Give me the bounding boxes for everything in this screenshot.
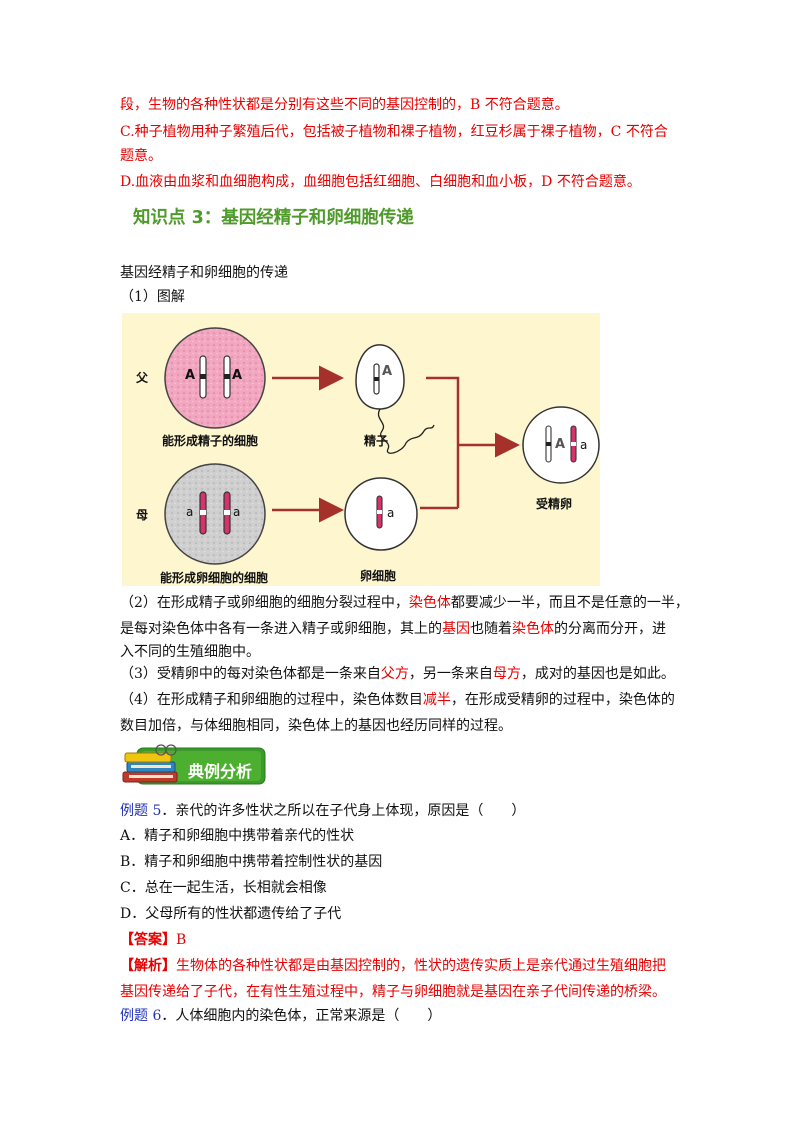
point2-line3: 入不同的生殖细胞中。 bbox=[120, 644, 260, 660]
allele-A-right: A bbox=[232, 368, 243, 383]
answer-text-c: C.种子植物用种子繁殖后代，包括被子植物和裸子植物，红豆杉属于裸子植物，C 不符… bbox=[120, 124, 668, 140]
keyword-chromosome-2: 染色体 bbox=[512, 621, 554, 637]
allele-A-zygote: A bbox=[555, 437, 566, 452]
example6-prefix: 例题 6 bbox=[120, 1008, 162, 1024]
diagram-svg bbox=[164, 327, 600, 565]
example5-question: 例题 5．亲代的许多性状之所以在子代身上体现，原因是（ ） bbox=[120, 803, 526, 819]
keyword-father: 父方 bbox=[380, 666, 409, 682]
keyword-mother: 母方 bbox=[492, 666, 521, 682]
example6-question: 例题 6．人体细胞内的染色体，正常来源是（ ） bbox=[120, 1008, 442, 1024]
egg-label: 卵细胞 bbox=[360, 569, 397, 583]
example-analysis-badge bbox=[122, 744, 266, 785]
allele-a-right: a bbox=[233, 505, 241, 519]
point4-line1: （4）在形成精子和卵细胞的过程中，染色体数目减半，在形成受精卵的过程中，染色体的 bbox=[120, 692, 675, 708]
example5-prefix: 例题 5 bbox=[120, 803, 162, 819]
mother-label: 母 bbox=[136, 508, 149, 522]
father-label: 父 bbox=[136, 371, 149, 385]
example5-analysis-line2: 基因传递给了子代，在有性生殖过程中，精子与卵细胞就是基因在亲子代间传递的桥梁。 bbox=[120, 984, 666, 1000]
keyword-halved: 减半 bbox=[422, 692, 451, 708]
gene-transmission-diagram: 父 母 A A a a A a A a 能形成精子的细胞 精子 能形成卵细胞的细… bbox=[122, 313, 600, 586]
keyword-gene: 基因 bbox=[442, 621, 470, 637]
zygote-label: 受精卵 bbox=[536, 497, 573, 511]
example5-analysis-line1: 【解析】生物体的各种性状都是由基因控制的，性状的遗传实质上是亲代通过生殖细胞把 bbox=[120, 958, 666, 974]
allele-A-sperm: A bbox=[382, 364, 393, 379]
egg-forming-cell-label: 能形成卵细胞的细胞 bbox=[160, 571, 269, 585]
allele-A-left: A bbox=[185, 368, 196, 383]
books-icon bbox=[122, 744, 178, 783]
father-cell bbox=[164, 327, 266, 429]
badge-label: 典例分析 bbox=[188, 762, 253, 781]
sperm-cell bbox=[355, 344, 405, 410]
example5-option-b: B．精子和卵细胞中携带着控制性状的基因 bbox=[120, 854, 383, 870]
example5-answer: 【答案】B bbox=[120, 932, 187, 948]
answer-text-c-cont: 题意。 bbox=[120, 148, 162, 164]
example5-option-c: C．总在一起生活，长相就会相像 bbox=[120, 880, 327, 896]
intro-sub: （1）图解 bbox=[120, 289, 185, 305]
point3-line: （3）受精卵中的每对染色体都是一条来自父方，另一条来自母方，成对的基因也是如此。 bbox=[120, 666, 675, 682]
example5-option-d: D．父母所有的性状都遗传给了子代 bbox=[120, 906, 342, 922]
mother-cell bbox=[164, 463, 266, 565]
point2-line2: 是每对染色体中各有一条进入精子或卵细胞，其上的基因也随着染色体的分离而分开，进 bbox=[120, 621, 666, 637]
sperm-label: 精子 bbox=[364, 434, 389, 448]
point2-line1: （2）在形成精子或卵细胞的细胞分裂过程中，染色体都要减少一半，而且不是任意的一半… bbox=[120, 595, 689, 611]
intro-heading: 基因经精子和卵细胞的传递 bbox=[120, 265, 288, 281]
allele-a-zygote: a bbox=[580, 438, 588, 452]
answer-text-d: D.血液由血浆和血细胞构成，血细胞包括红细胞、白细胞和血小板，D 不符合题意。 bbox=[120, 174, 641, 190]
allele-a-egg: a bbox=[387, 506, 395, 520]
allele-a-left: a bbox=[186, 505, 194, 519]
example5-option-a: A．精子和卵细胞中携带着亲代的性状 bbox=[120, 828, 355, 844]
keyword-chromosome: 染色体 bbox=[408, 595, 451, 611]
zygote-cell bbox=[522, 406, 600, 484]
point4-line2: 数目加倍，与体细胞相同，染色体上的基因也经历同样的过程。 bbox=[120, 718, 512, 734]
sperm-tail bbox=[377, 408, 435, 454]
sperm-forming-cell-label: 能形成精子的细胞 bbox=[162, 434, 259, 448]
answer-text-b: 段，生物的各种性状都是分别有这些不同的基因控制的，B 不符合题意。 bbox=[120, 97, 569, 113]
section-title: 知识点 3：基因经精子和卵细胞传递 bbox=[133, 208, 414, 228]
